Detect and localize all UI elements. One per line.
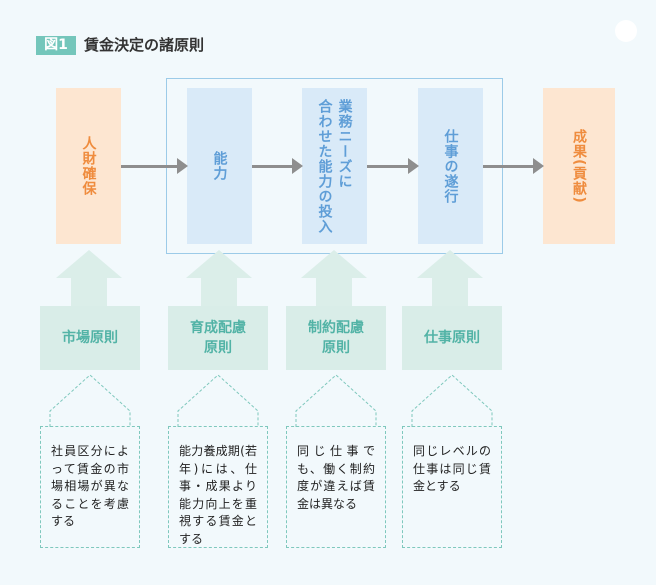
principle-market: 市場原則 (40, 306, 140, 370)
flow-node-ability: 能力 (187, 88, 252, 244)
arrow-head-icon (177, 158, 188, 174)
principle-job: 仕事原則 (402, 306, 502, 370)
up-arrow-head-icon (186, 250, 252, 278)
up-arrow-head-icon (301, 250, 367, 278)
up-arrow-stem (201, 278, 237, 306)
principle-label-line: 原則 (204, 340, 232, 356)
principle-development: 育成配慮原則 (168, 306, 268, 370)
principle-label: 育成配慮原則 (190, 318, 246, 358)
principle-label: 市場原則 (62, 330, 118, 346)
arrow-head-icon (408, 158, 419, 174)
arrow-head-icon (533, 158, 544, 174)
principle-constraint: 制約配慮原則 (286, 306, 386, 370)
principle-label-line: 育成配慮 (190, 320, 246, 336)
flow-node-investment: 業務ニーズに合わせた能力の投入 (302, 88, 367, 244)
up-arrow-stem (71, 278, 107, 306)
flow-node-label: 人財確保 (80, 136, 97, 196)
bubble-tip-icon (49, 374, 131, 427)
arrow-shaft (367, 165, 411, 168)
principle-label: 仕事原則 (424, 330, 480, 346)
up-arrow-stem (316, 278, 352, 306)
arrow-head-icon (292, 158, 303, 174)
bubble-tip-icon (177, 374, 259, 427)
up-arrow-head-icon (417, 250, 483, 278)
flow-node-label: 成果(貢献) (571, 128, 587, 204)
up-arrow-head-icon (56, 250, 122, 278)
decorative-circle (615, 20, 637, 42)
note-development: 能力養成期(若年)には、仕事・成果より能力向上を重視する賃金とする (168, 426, 268, 548)
principle-label-line: 制約配慮 (308, 320, 364, 336)
flow-node-label: 能力 (211, 151, 228, 181)
flow-node-label: 仕事の遂行 (442, 128, 459, 204)
figure-number-badge: 図1 (36, 36, 76, 55)
flow-node-execution: 仕事の遂行 (418, 88, 483, 244)
bubble-tip-icon (411, 374, 493, 427)
principle-label: 制約配慮原則 (308, 318, 364, 358)
arrow-shaft (121, 165, 179, 168)
flow-node-hiring: 人財確保 (56, 88, 121, 244)
figure-title: 賃金決定の諸原則 (84, 36, 205, 54)
note-constraint: 同じ仕事でも、働く制約度が違えば賃金は異なる (286, 426, 386, 548)
flow-node-label-line: 業務ニーズに (336, 98, 353, 189)
bubble-tip-icon (295, 374, 377, 427)
arrow-shaft (483, 165, 536, 168)
flow-node-label-line: 合わせた能力の投入 (316, 98, 333, 234)
principle-label-line: 原則 (322, 340, 350, 356)
note-job: 同じレベルの仕事は同じ賃金とする (402, 426, 502, 548)
flow-node-label: 業務ニーズに合わせた能力の投入 (315, 99, 355, 234)
arrow-shaft (252, 165, 295, 168)
note-market: 社員区分によって賃金の市場相場が異なることを考慮する (40, 426, 140, 548)
up-arrow-stem (432, 278, 468, 306)
flow-node-results: 成果(貢献) (543, 88, 615, 244)
